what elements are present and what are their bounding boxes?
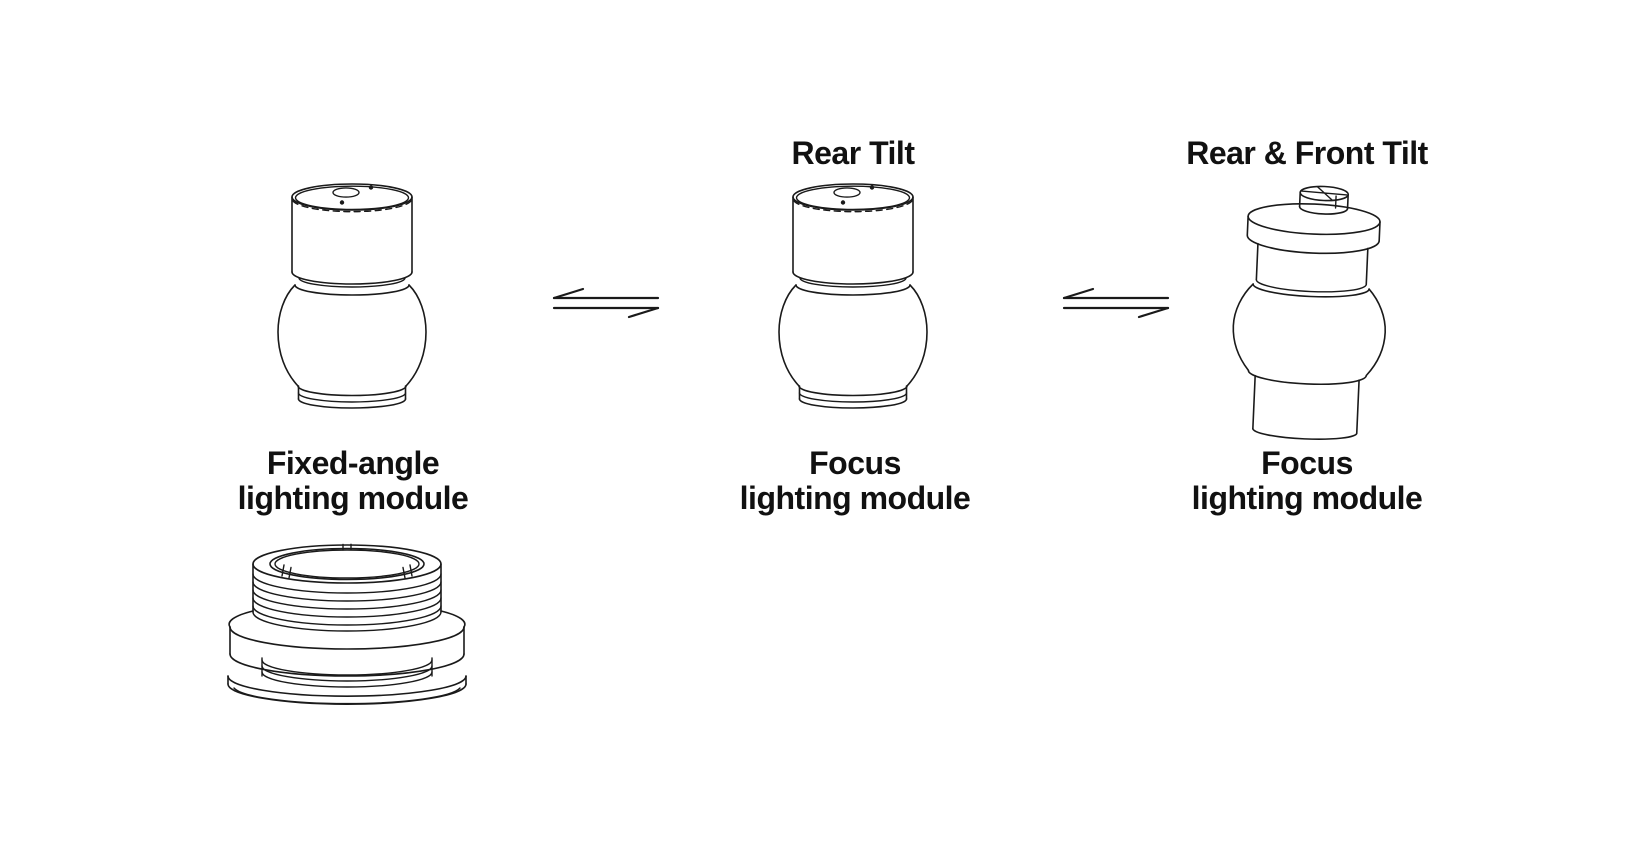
caption-line: lighting module xyxy=(237,480,469,516)
caption-line: lighting module xyxy=(1191,480,1423,516)
threaded-adapter-drawing xyxy=(227,543,467,705)
fixed-angle-module-drawing xyxy=(277,183,427,409)
caption-focus-right: Focus lighting module xyxy=(1147,446,1467,516)
title-rear-tilt: Rear Tilt xyxy=(791,135,915,171)
title-rear-front-tilt: Rear & Front Tilt xyxy=(1186,135,1428,171)
caption-focus-middle: Focus lighting module xyxy=(695,446,1015,516)
focus-module-tilted-drawing xyxy=(1232,185,1386,440)
equilibrium-arrow-icon xyxy=(552,287,660,319)
equilibrium-arrow-icon xyxy=(1062,287,1170,319)
focus-module-drawing xyxy=(778,183,928,409)
caption-line: Fixed-angle xyxy=(266,445,440,481)
caption-line: Focus xyxy=(1261,445,1353,481)
caption-fixed-angle: Fixed-angle lighting module xyxy=(193,446,513,516)
caption-line: lighting module xyxy=(739,480,971,516)
caption-line: Focus xyxy=(809,445,901,481)
